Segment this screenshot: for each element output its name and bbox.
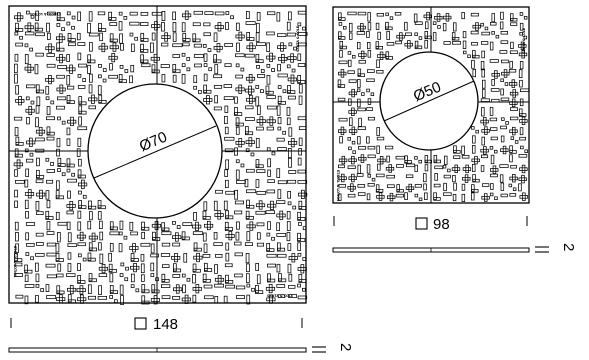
small-edge-text: ET&CO. & LOTIOS <box>336 170 340 202</box>
equals-icon <box>535 246 549 253</box>
large-grate-diameter-line <box>93 125 217 179</box>
equals-icon <box>312 346 326 353</box>
square-outline-icon <box>415 217 428 230</box>
large-thickness-label: 2 <box>337 343 354 351</box>
large-brand-text-bottom: SANTA & COLE <box>267 294 293 298</box>
small-grate: Ø50 SANTA & COLE ET&CO. & LOTIOS <box>332 6 530 204</box>
small-brand-text: SANTA & COLE <box>522 28 526 54</box>
small-dimension: 98 <box>333 216 528 233</box>
large-dimension: 148 <box>10 316 303 333</box>
large-edge-text-top: ET&CO. & LOTIOS <box>29 12 61 16</box>
large-grate: Ø70 SANTA & COLE SANTA & COLE ET&CO. & L… <box>8 5 308 305</box>
small-grate-perforation-pattern <box>337 11 530 202</box>
small-grate-diameter-line <box>383 80 475 122</box>
large-profile-bar <box>8 347 307 353</box>
small-thickness-profile: 2 <box>332 243 577 253</box>
large-brand-text-top: SANTA & COLE <box>296 26 300 52</box>
small-size-label: 98 <box>433 216 450 233</box>
large-thickness-profile: 2 <box>8 343 354 353</box>
large-grate-perforation-pattern <box>13 10 308 305</box>
small-thickness-label: 2 <box>560 243 577 251</box>
large-size-label: 148 <box>153 316 178 333</box>
square-outline-icon <box>134 317 147 330</box>
large-grate-opening <box>87 83 223 219</box>
large-edge-text-left: ET&CO. & LOTIOS <box>13 246 17 278</box>
